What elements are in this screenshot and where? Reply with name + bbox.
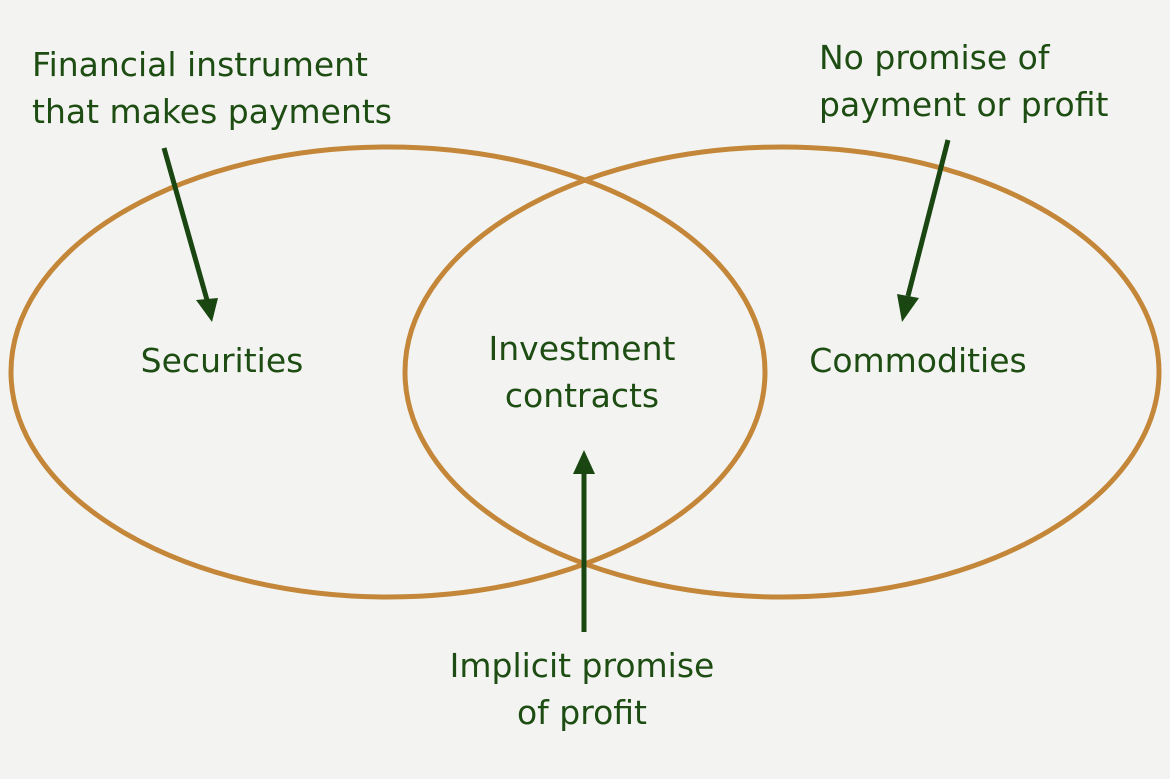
securities-annotation-line-2: that makes payments bbox=[32, 92, 392, 131]
securities-label: Securities bbox=[140, 341, 304, 380]
arrow-investment-contracts bbox=[573, 450, 595, 632]
investment-annotation-line-2: of profit bbox=[516, 693, 647, 732]
arrow-commodities bbox=[897, 139, 951, 322]
investment-annotation-line-1: Implicit promise bbox=[449, 646, 715, 685]
commodities-annotation: No promise of payment or profit bbox=[819, 34, 1108, 128]
investment-contracts-line-2: contracts bbox=[504, 376, 660, 415]
commodities-annotation-line-2: payment or profit bbox=[819, 85, 1109, 124]
securities-annotation: Financial instrument that makes payments bbox=[32, 41, 392, 135]
investment-contracts-label: Investment contracts bbox=[462, 325, 702, 419]
commodities-label: Commodities bbox=[809, 341, 1027, 380]
securities-ellipse bbox=[8, 144, 768, 600]
commodities-annotation-line-1: No promise of bbox=[819, 38, 1050, 77]
investment-contracts-line-1: Investment bbox=[488, 329, 676, 368]
arrow-securities bbox=[161, 147, 218, 322]
securities-annotation-line-1: Financial instrument bbox=[32, 45, 368, 84]
commodities-ellipse bbox=[402, 144, 1162, 600]
investment-annotation: Implicit promise of profit bbox=[412, 642, 752, 736]
